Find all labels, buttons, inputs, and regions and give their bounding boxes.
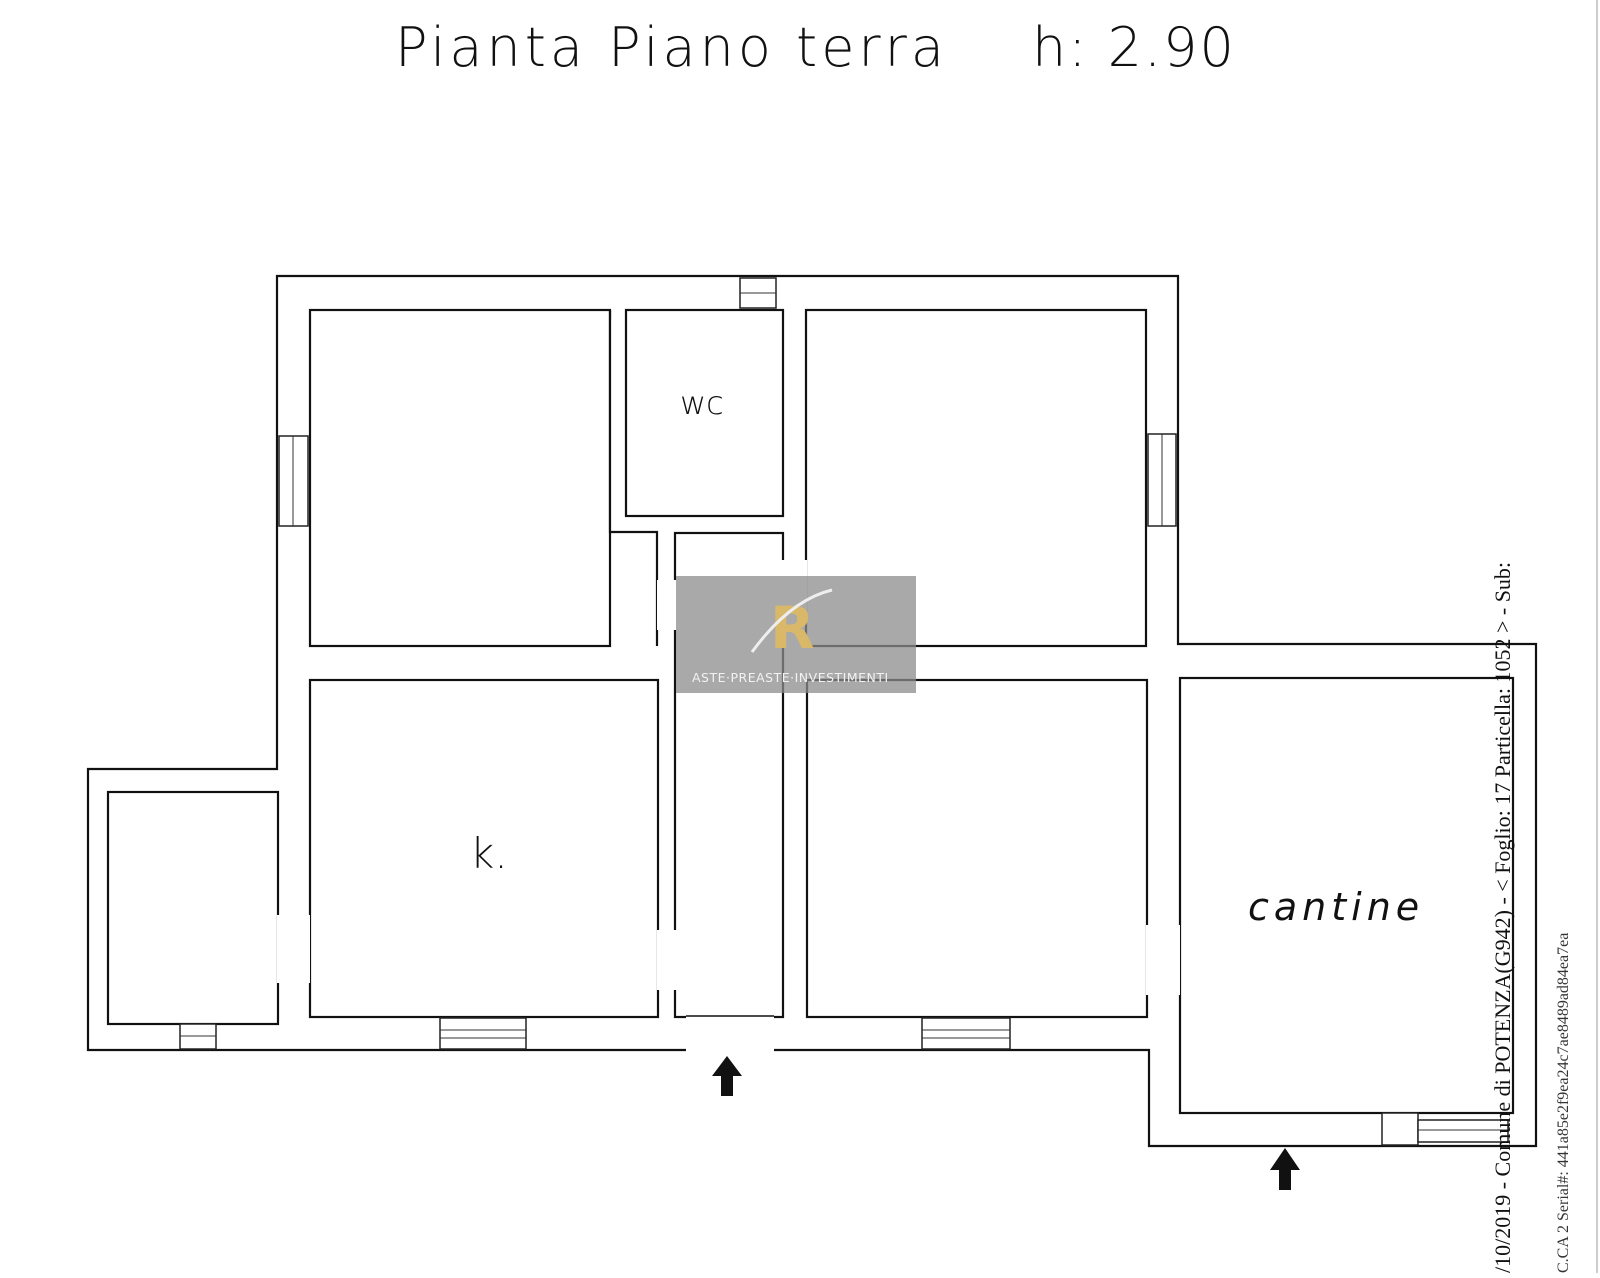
door-opening-small-kitchen: [277, 915, 310, 983]
window-bottom-kitchen: [439, 1017, 527, 1050]
watermark-swoosh-icon: [750, 588, 833, 653]
ceiling-height-label: h: 2.90: [1032, 16, 1236, 79]
window-bottom-small-room: [179, 1023, 217, 1050]
window-right-wall: [1147, 433, 1177, 527]
window-left-wall: [278, 435, 309, 527]
room-small-left: [106, 790, 280, 1026]
window-top-center: [739, 277, 777, 309]
main-entrance-opening: [686, 1016, 774, 1052]
room-bottom-right: [805, 678, 1149, 1019]
watermark: R ASTE·PREASTE·INVESTIMENTI: [676, 576, 916, 693]
watermark-text: ASTE·PREASTE·INVESTIMENTI: [692, 670, 889, 685]
cadastral-note-line1: /10/2019 - Comune di POTENZA(G942) - < F…: [1490, 562, 1515, 1273]
entrance-arrow-main-icon: [712, 1056, 742, 1096]
door-opening-kitchen-corridor: [657, 930, 677, 990]
room-top-left: [308, 308, 612, 648]
watermark-monogram: R: [770, 594, 815, 662]
room-label-wc: wc: [680, 384, 724, 422]
room-kitchen: [308, 678, 660, 1019]
room-cellar: [1178, 676, 1515, 1115]
watermark-box: [676, 576, 916, 693]
window-bottom-cellar: [1381, 1112, 1509, 1146]
door-opening-right-cellar: [1146, 925, 1180, 995]
room-label-kitchen: k.: [470, 829, 508, 878]
door-opening-topleft-corridor: [657, 580, 677, 630]
plan-title: Pianta Piano terra: [395, 16, 948, 79]
room-wc: [624, 308, 785, 518]
room-label-cellar: cantine: [1248, 885, 1424, 929]
window-bottom-right-room: [921, 1017, 1011, 1050]
cadastral-note-line2: C.CA 2 Serial#: 441a85e2f9ea24c7ae8489ad…: [1555, 933, 1572, 1273]
entrance-arrow-cellar-icon: [1270, 1148, 1300, 1190]
